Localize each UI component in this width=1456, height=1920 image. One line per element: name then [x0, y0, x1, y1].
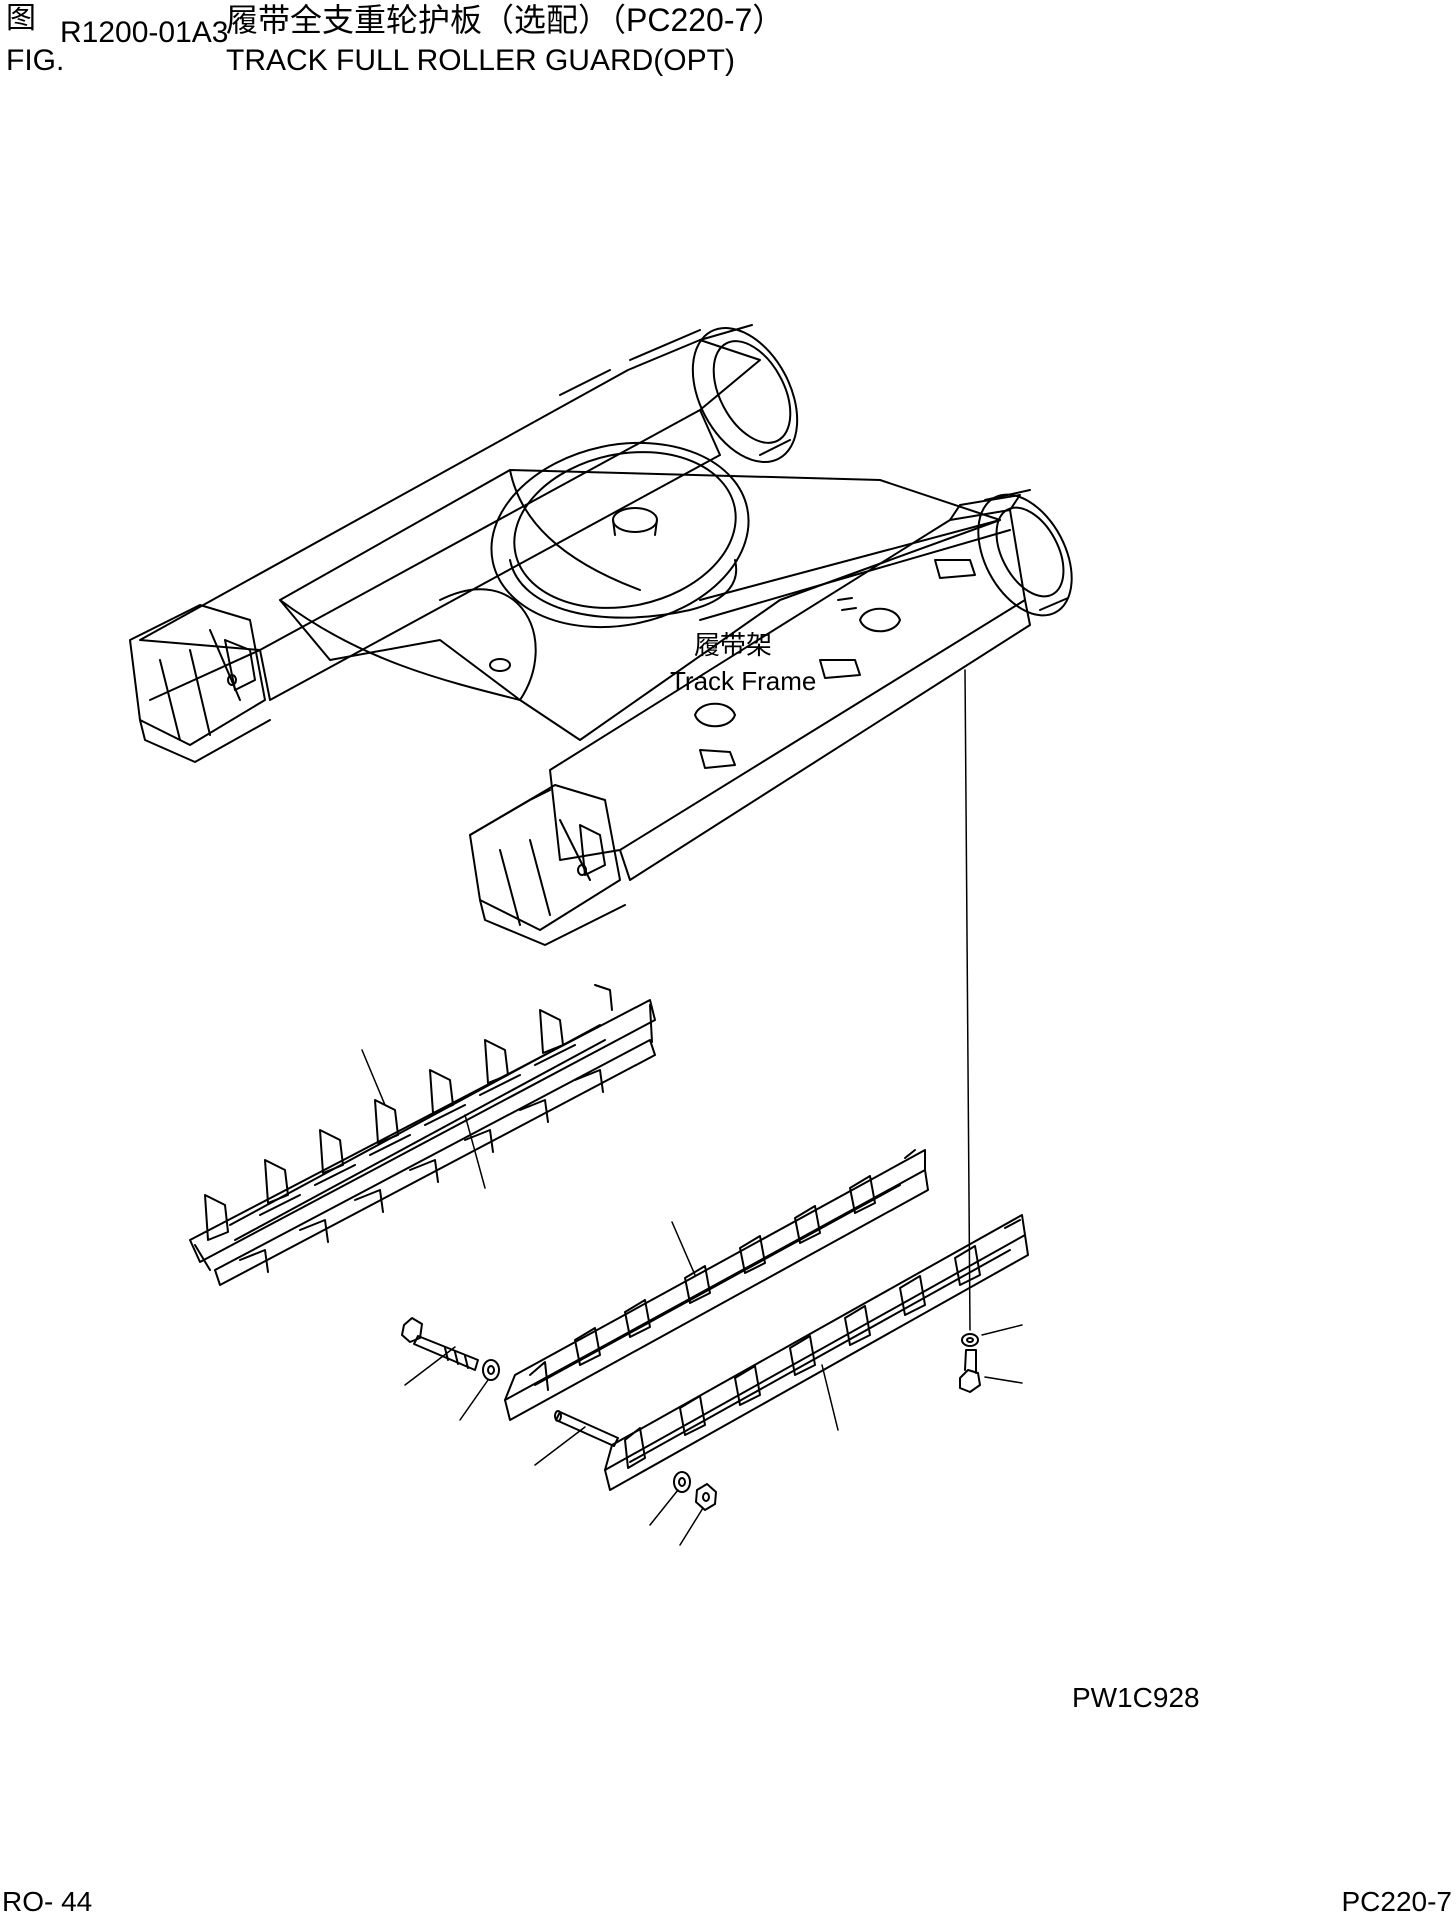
figure-label-en: FIG.	[6, 44, 65, 77]
track-frame-label-cn: 履带架	[694, 630, 773, 660]
spacer-pin	[555, 1411, 618, 1446]
page-number: RO- 44	[2, 1886, 93, 1917]
lock-washer	[483, 1360, 499, 1380]
illustration-code: PW1C928	[1072, 1682, 1200, 1713]
long-bolt	[402, 1318, 478, 1370]
frame-washer	[962, 1334, 978, 1346]
track-frame-drawing	[130, 310, 1091, 1330]
roller-guard-upper-left	[190, 985, 655, 1285]
figure-title-en: TRACK FULL ROLLER GUARD(OPT)	[226, 44, 735, 77]
figure-code: R1200-01A3	[60, 16, 229, 49]
nut-washer	[674, 1472, 690, 1492]
model-name: PC220-7	[1341, 1886, 1452, 1917]
track-frame-label-en: Track Frame	[670, 666, 817, 696]
frame-bolt	[960, 1350, 980, 1392]
figure-label-cn: 图	[6, 2, 36, 35]
figure-title-cn: 履带全支重轮护板（选配）（PC220-7）	[226, 2, 785, 38]
roller-guard-lower-middle	[505, 1150, 928, 1420]
roller-guard-lower-right	[605, 1215, 1028, 1490]
nut	[696, 1484, 716, 1510]
